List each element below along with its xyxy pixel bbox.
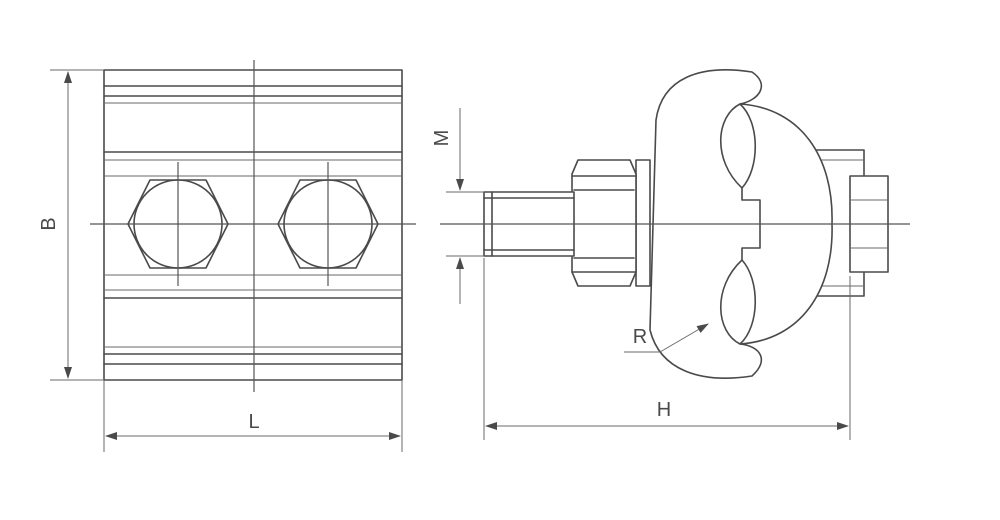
- dimension-r-label: R: [633, 326, 647, 348]
- dimension-b-label: B: [38, 217, 60, 230]
- front-view: B L: [38, 60, 416, 452]
- clamp-body-outline: [103, 69, 403, 381]
- dimension-r: R: [624, 323, 709, 353]
- washer-plate: [635, 159, 651, 287]
- dimension-h: H: [483, 258, 851, 440]
- dimension-m-label: M: [431, 130, 453, 147]
- dimension-l-label: L: [248, 411, 259, 433]
- dimension-m: M: [431, 108, 484, 304]
- hex-nut: [571, 159, 637, 287]
- dimension-l: L: [103, 380, 403, 452]
- dimension-h-label: H: [657, 399, 671, 421]
- dimension-b: B: [38, 69, 104, 381]
- side-view: M R H: [431, 69, 910, 440]
